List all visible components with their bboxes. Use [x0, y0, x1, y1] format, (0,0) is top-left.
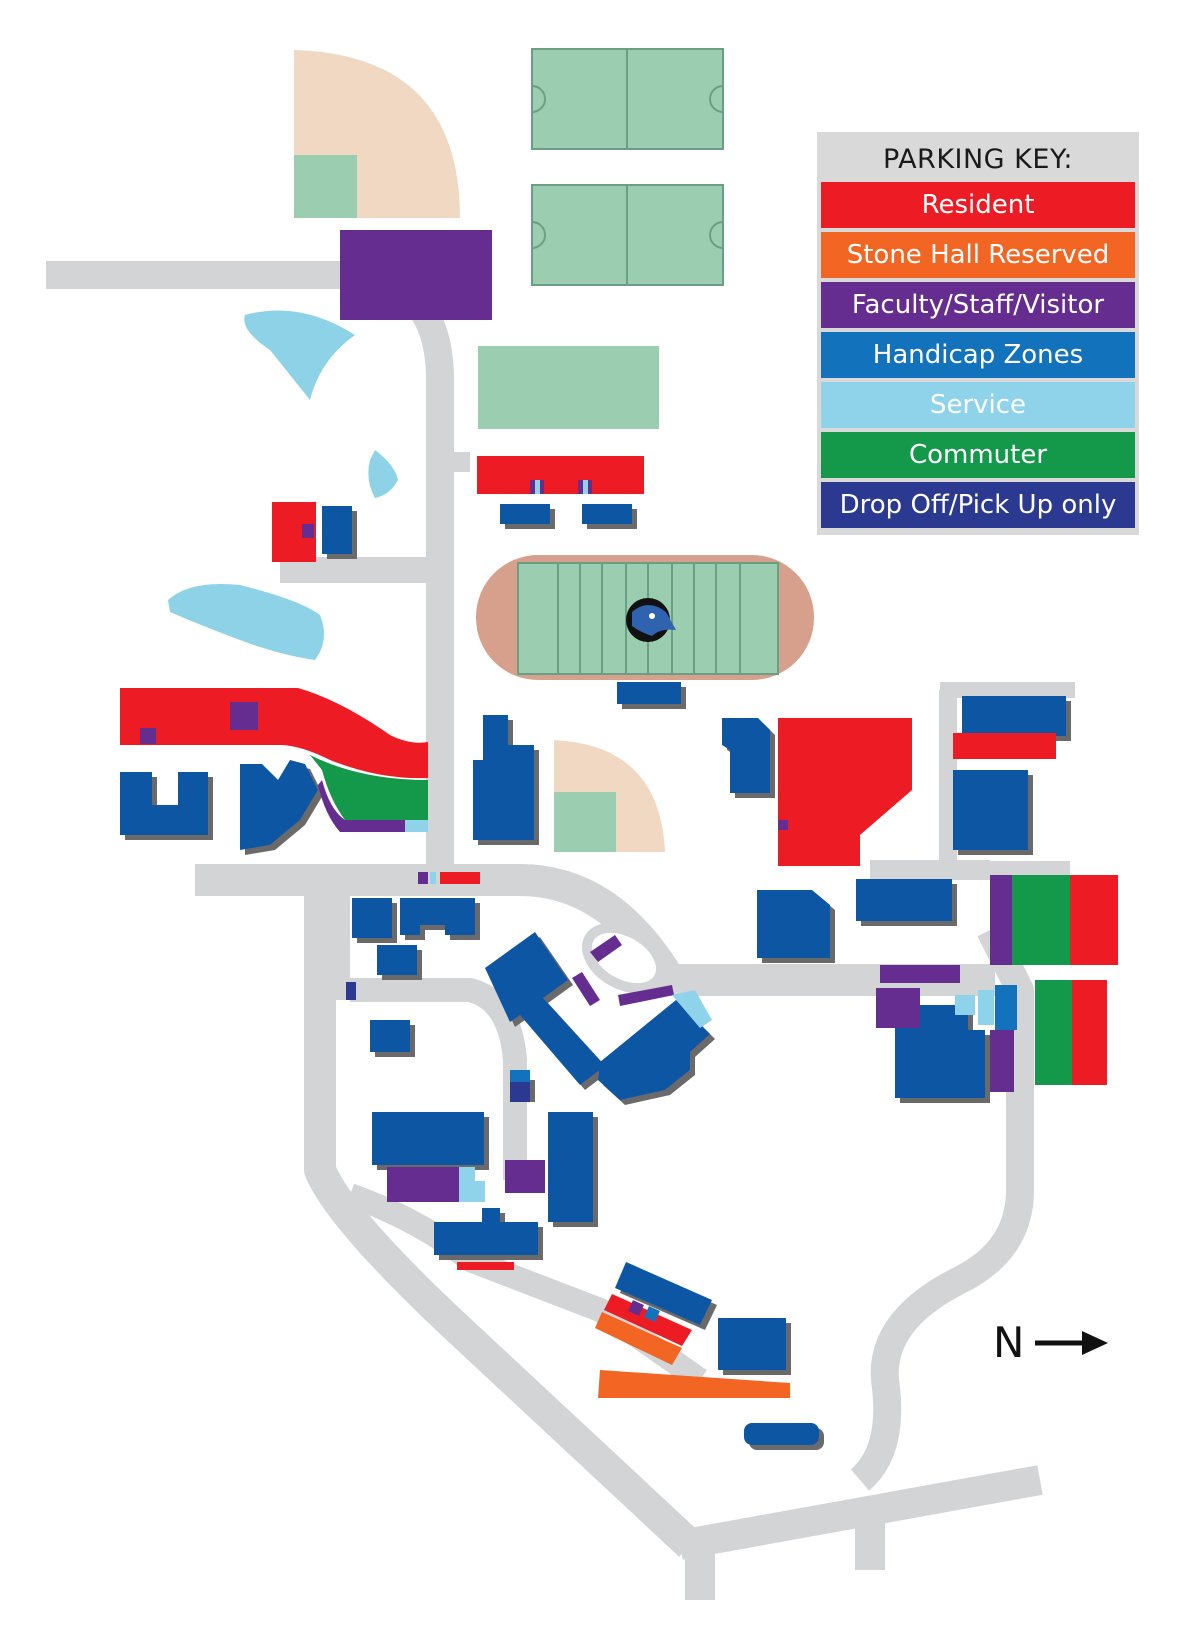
lot-commuter-east-a: [1012, 875, 1070, 965]
lot-stone-hall-reserved: [598, 1370, 790, 1398]
lot-faculty-strip-hall: [318, 780, 405, 832]
key-row-stone-hall-reserved: Stone Hall Reserved: [821, 232, 1135, 278]
lot-commuter-east-b: [1035, 980, 1072, 1085]
road-inner-lower: [345, 1183, 707, 1390]
lot-faculty-east: [990, 875, 1012, 965]
building-small-lot: [370, 1020, 410, 1052]
road-east-loop: [850, 923, 1034, 1491]
key-label-faculty-staff-visitor: Faculty/Staff/Visitor: [851, 290, 1105, 320]
building-tall: [548, 1112, 593, 1222]
pond-small: [368, 450, 398, 498]
key-label-drop-off: Drop Off/Pick Up only: [839, 490, 1117, 520]
key-row-drop-off: Drop Off/Pick Up only: [821, 482, 1135, 528]
building-arena: [895, 1005, 985, 1098]
parking-lots: [120, 230, 1118, 1398]
building-science-a: [485, 932, 605, 1085]
lot-faculty-north: [340, 230, 492, 320]
key-label-commuter: Commuter: [908, 440, 1048, 470]
road-inner-loop: [350, 978, 527, 1180]
lot-commuter-hall: [310, 755, 428, 820]
practice-field: [478, 346, 659, 429]
building-admin: [400, 898, 475, 935]
building-east-a: [722, 718, 770, 793]
baseball-infield-north: [294, 155, 357, 218]
lot-arena-faculty: [880, 965, 960, 983]
pond-south: [168, 584, 324, 660]
building-library: [352, 898, 392, 938]
roads: [46, 261, 1075, 1600]
building-north-long: [856, 879, 952, 921]
building-stadium-north-a: [500, 504, 550, 524]
building-north-center: [757, 890, 830, 958]
building-gym: [473, 715, 534, 840]
lot-resident-east: [778, 718, 912, 866]
softball-infield: [554, 792, 616, 852]
building-center-south: [434, 1208, 538, 1255]
ponds: [168, 310, 398, 660]
compass: N: [993, 1318, 1123, 1368]
building-east-north-a: [962, 696, 1066, 736]
parking-key-panel: PARKING KEY: Resident Stone Hall Reserve…: [817, 132, 1139, 535]
road-lot-loop-left: [304, 880, 701, 1557]
lot-resident-east-a: [1070, 875, 1118, 965]
key-row-commuter: Commuter: [821, 432, 1135, 478]
key-label-handicap-zones: Handicap Zones: [872, 340, 1084, 370]
north-arrow-icon: [1035, 1331, 1108, 1355]
lot-faculty-center: [387, 1167, 459, 1202]
key-label-service: Service: [929, 390, 1027, 420]
lot-resident-south: [604, 1294, 692, 1346]
key-row-handicap-zones: Handicap Zones: [821, 332, 1135, 378]
building-hall-b: [240, 760, 318, 850]
compass-north-label: N: [993, 1318, 1025, 1367]
building-hall-a: [120, 772, 208, 835]
key-label-resident: Resident: [921, 190, 1035, 220]
key-row-resident: Resident: [821, 182, 1135, 228]
soccer-field-north: [531, 48, 724, 150]
building-stadium-south: [617, 682, 681, 704]
lot-resident-east-strip: [953, 733, 1056, 759]
building-dorm-south-a: [615, 1262, 712, 1325]
parking-key-title: PARKING KEY:: [883, 144, 1073, 175]
building-annex: [377, 945, 417, 975]
building-south-b: [718, 1318, 786, 1370]
lot-resident-hall: [120, 688, 428, 779]
road-south-bottom: [677, 1465, 1043, 1560]
soccer-field-south: [531, 184, 724, 286]
key-row-service: Service: [821, 382, 1135, 428]
building-stadium-north-b: [582, 504, 632, 524]
building-science-b: [598, 1000, 710, 1100]
lot-stone-hall-south: [595, 1312, 682, 1365]
yard-lines: [557, 563, 741, 674]
key-row-faculty-staff-visitor: Faculty/Staff/Visitor: [821, 282, 1135, 328]
lot-resident-east-b: [1072, 980, 1107, 1085]
building-hall-c: [372, 1112, 484, 1165]
building-east-north-b: [953, 770, 1028, 850]
key-label-stone-hall-reserved: Stone Hall Reserved: [846, 240, 1110, 270]
wildcat-logo-icon: [626, 598, 676, 642]
building-dorm-west: [322, 506, 352, 554]
buildings: [120, 504, 1066, 1445]
lot-resident-stadium: [477, 456, 644, 494]
pond-north: [244, 310, 355, 400]
building-south-small: [744, 1423, 819, 1445]
